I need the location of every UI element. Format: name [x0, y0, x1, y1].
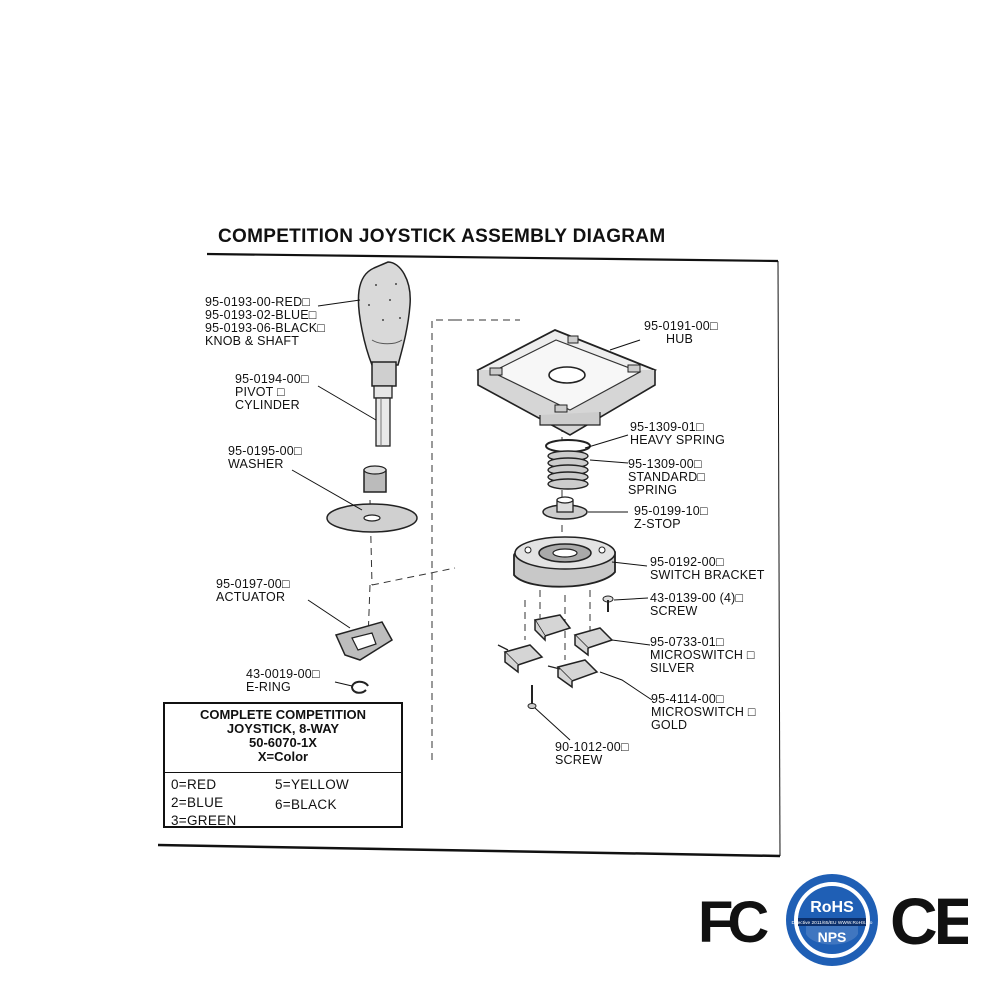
fc-text: FC [698, 890, 768, 955]
e-ring-label: 43-0019-00□E-RING [246, 667, 320, 694]
color-code-item: 3=GREEN [171, 813, 237, 828]
heavy-spring-label: 95-1309-01□HEAVY SPRING [630, 420, 726, 447]
box-divider [165, 772, 401, 773]
nps-text: NPS [818, 929, 847, 945]
microswitch-gold-label: 95-4114-00□MICROSWITCH □GOLD [651, 692, 756, 732]
hub-part [476, 329, 658, 436]
page-border-right [777, 260, 781, 857]
bracket-screw-part [602, 595, 614, 612]
small-screw-label: 90-1012-00□SCREW [555, 740, 629, 767]
hub-label: 95-0191-00□HUB [644, 319, 718, 346]
washer-part [326, 503, 418, 533]
washer-label: 95-0195-00□WASHER [228, 444, 302, 471]
leader-lines [291, 299, 653, 741]
color-code-item: 0=RED [171, 777, 217, 792]
ce-text: CE [890, 884, 968, 958]
switch-bracket-label: 95-0192-00□SWITCH BRACKET [650, 555, 765, 582]
bracket-screw-label: 43-0139-00 (4)□SCREW [650, 591, 744, 618]
z-stop-label: 95-0199-10□Z-STOP [634, 504, 708, 531]
color-code-item: 6=BLACK [275, 797, 337, 812]
z-stop-part [542, 496, 588, 520]
ce-mark: CE [888, 878, 980, 958]
title-underline [206, 252, 779, 263]
microswitch-parts [497, 614, 614, 689]
rohs-badge: RoHS Directive 2011/65/EU WWW.RoHS.So NP… [784, 872, 880, 968]
standard-spring-label: 95-1309-00□STANDARD□SPRING [628, 457, 706, 497]
pivot-cylinder-label: 95-0194-00□PIVOT □CYLINDER [235, 372, 309, 412]
actuator-part [334, 621, 394, 661]
bottom-rule [157, 843, 781, 858]
pivot-cylinder-part [363, 465, 387, 493]
microswitch-silver-label: 95-0733-01□MICROSWITCH □SILVER [650, 635, 755, 675]
diagram-title: COMPETITION JOYSTICK ASSEMBLY DIAGRAM [218, 226, 666, 247]
fc-mark: FC [698, 880, 778, 960]
actuator-label: 95-0197-00□ACTUATOR [216, 577, 290, 604]
spring-part [545, 439, 591, 490]
small-screw-part [527, 685, 537, 709]
rohs-ring-text: Directive 2011/65/EU WWW.RoHS.So [792, 920, 873, 926]
color-code-item: 2=BLUE [171, 795, 224, 810]
complete-joystick-heading: COMPLETE COMPETITION JOYSTICK, 8-WAY 50-… [199, 707, 367, 764]
color-code-item: 5=YELLOW [275, 777, 350, 792]
knob-shaft-label: 95-0193-00-RED□95-0193-02-BLUE□95-0193-0… [205, 295, 326, 348]
e-ring-part [351, 680, 369, 694]
rohs-text: RoHS [810, 899, 854, 916]
switch-bracket-part [513, 536, 616, 588]
knob-shaft-part [357, 261, 411, 447]
complete-joystick-box: COMPLETE COMPETITION JOYSTICK, 8-WAY 50-… [163, 702, 403, 828]
